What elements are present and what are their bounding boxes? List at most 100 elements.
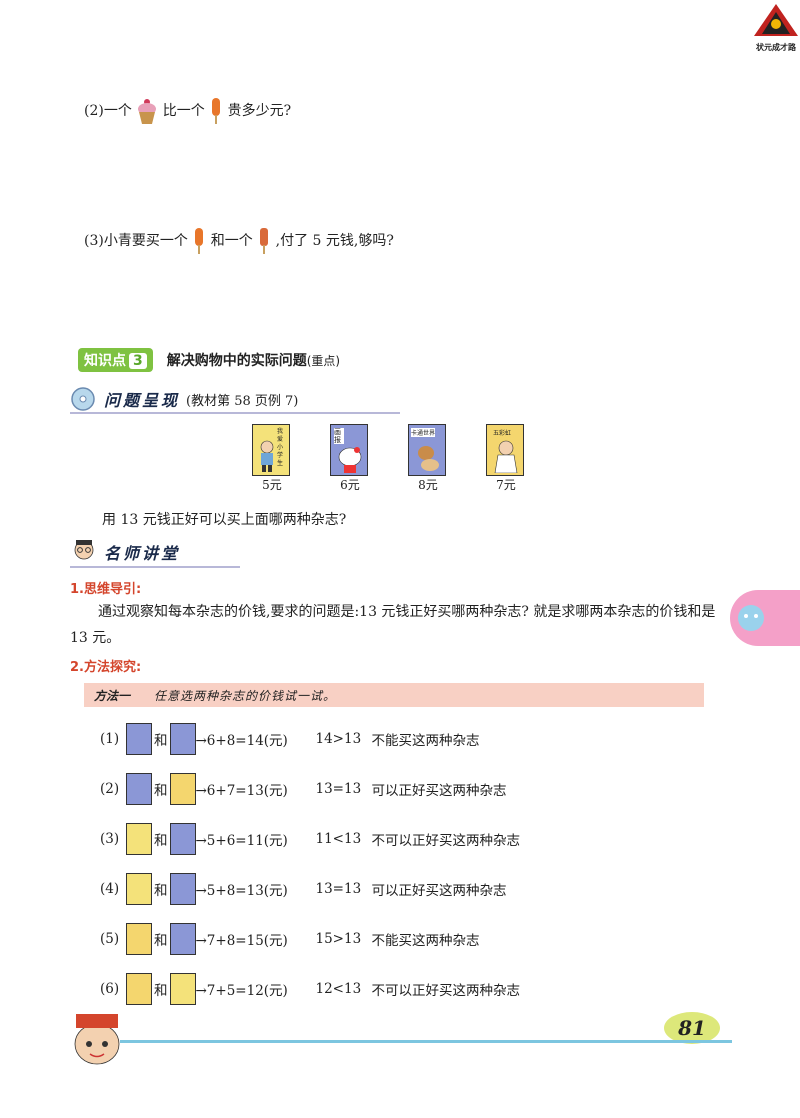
magazine-cover: 卡通世界 (408, 424, 446, 476)
disc-icon (71, 387, 95, 411)
popsicle-icon (212, 98, 221, 124)
row-result: 不能买这两种杂志 (371, 733, 480, 749)
magazine-price: 6元 (340, 478, 360, 492)
kitty-icon (338, 447, 362, 473)
magazine-thumb (126, 873, 152, 905)
magazine-price: 5元 (262, 478, 282, 492)
question-2: (2)一个 比一个 贵多少元? (84, 96, 291, 126)
row-compare: 12<13 (315, 981, 362, 997)
row-equation: →5+8=13(元) (195, 883, 288, 899)
teacher-avatar-icon (74, 540, 94, 560)
magazine-cover: 画报 (330, 424, 368, 476)
row-index: (1) (100, 731, 120, 747)
problem-ref: (教材第 58 页例 7) (186, 393, 299, 409)
logo-mountain-icon (754, 4, 798, 36)
method-label: 方法一 (94, 689, 131, 703)
row-index: (2) (100, 781, 120, 797)
q3-mid: 和一个 (210, 233, 253, 249)
q2-prefix: (2)一个 (84, 103, 132, 119)
cupcake-icon (138, 99, 157, 124)
dragon-mascot-icon (738, 605, 764, 631)
popsicle-icon (195, 228, 204, 254)
calc-row: (4) 和 →5+8=13(元) 13=13 可以正好买这两种杂志 (100, 872, 520, 906)
side-tab (730, 590, 800, 646)
page-number: 81 (664, 1012, 720, 1044)
method-text: 任意选两种杂志的价钱试一试。 (154, 689, 337, 703)
method-bar: 方法一 任意选两种杂志的价钱试一试。 (84, 683, 704, 707)
header-underline (70, 412, 400, 414)
row-compare: 14>13 (315, 731, 362, 747)
magazine-thumb (169, 923, 196, 955)
row-index: (6) (100, 981, 120, 997)
scholar-mascot-icon (74, 1014, 120, 1065)
magazine-cover: 五彩虹 (486, 424, 524, 476)
magazine-cover-title: 画报 (334, 428, 344, 444)
row-result: 不可以正好买这两种杂志 (371, 983, 521, 999)
row-equation: →6+8=14(元) (195, 733, 288, 749)
row-compare: 13=13 (315, 881, 362, 897)
calc-row: (6) 和 →7+5=12(元) 12<13 不可以正好买这两种杂志 (100, 972, 520, 1006)
row-equation: →5+6=11(元) (195, 833, 288, 849)
magazine-thumb (126, 923, 152, 955)
row-compare: 15>13 (315, 931, 362, 947)
knowledge-number: 3 (129, 353, 147, 369)
magazine-thumb (169, 723, 196, 755)
publisher-logo: 状元成才路 (752, 2, 800, 52)
magazine-thumb (169, 773, 196, 805)
magazine-thumb (169, 873, 196, 905)
magazine-item: 卡通世界 8元 (408, 424, 448, 493)
magazine-thumb (126, 973, 152, 1005)
magazine-price: 8元 (418, 478, 438, 492)
row-compare: 11<13 (315, 831, 362, 847)
row-compare: 13=13 (315, 781, 362, 797)
magazine-thumb (126, 773, 152, 805)
q2-mid: 比一个 (162, 103, 205, 119)
row-and: 和 (154, 983, 168, 999)
knowledge-badge-label: 知识点 (84, 353, 126, 369)
magazine-cover-title: 我爱小学生 (277, 428, 284, 467)
magazine-thumb (169, 973, 196, 1005)
row-index: (5) (100, 931, 120, 947)
row-equation: →7+8=15(元) (195, 933, 288, 949)
magazine-cover: 我爱小学生 (252, 424, 290, 476)
magazine-price: 7元 (496, 478, 516, 492)
question-3: (3)小青要买一个 和一个 ,付了 5 元钱,够吗? (84, 226, 394, 256)
dog-cartoon-icon (418, 446, 439, 471)
row-and: 和 (154, 883, 168, 899)
magazine-thumb (169, 823, 196, 855)
magazine-cover-title: 卡通世界 (411, 428, 436, 437)
row-index: (3) (100, 831, 120, 847)
main-question: 用 13 元钱正好可以买上面哪两种杂志? (102, 512, 347, 528)
lecture-header: 名师讲堂 (70, 538, 180, 566)
knowledge-title: 解决购物中的实际问题(重点) (167, 350, 340, 370)
q3-suffix: ,付了 5 元钱,够吗? (275, 233, 394, 249)
q3-prefix: (3)小青要买一个 (84, 233, 188, 249)
footer-line (120, 1040, 732, 1043)
calc-rows: (1) 和 →6+8=14(元) 14>13 不能买这两种杂志 (2) 和 →6+7=13(元… (100, 722, 520, 1006)
magazine-thumb (126, 823, 152, 855)
problem-header-text: 问题呈现 (104, 391, 181, 410)
row-result: 不能买这两种杂志 (371, 933, 480, 949)
magazine-item: 我爱小学生 5元 (252, 424, 292, 493)
explore-title: 2.方法探究: (70, 660, 142, 675)
problem-header: 问题呈现 (教材第 58 页例 7) (70, 386, 298, 412)
magazine-item: 画报 6元 (330, 424, 370, 493)
row-index: (4) (100, 881, 120, 897)
magazine-thumb (126, 723, 152, 755)
row-equation: →7+5=12(元) (195, 983, 288, 999)
magazine-row: 我爱小学生 5元 画报 6元 卡通世界 8元 五彩虹 (252, 424, 526, 493)
girl-figure-icon (494, 440, 518, 473)
row-result: 可以正好买这两种杂志 (371, 783, 507, 799)
row-equation: →6+7=13(元) (195, 783, 288, 799)
magazine-cover-title: 五彩虹 (493, 430, 512, 437)
knowledge-title-text: 解决购物中的实际问题 (166, 353, 307, 369)
guide-text: 通过观察知每本杂志的价钱,要求的问题是:13 元钱正好买哪两种杂志? 就是求哪两… (70, 604, 716, 646)
row-result: 可以正好买这两种杂志 (371, 883, 507, 899)
magazine-item: 五彩虹 7元 (486, 424, 526, 493)
